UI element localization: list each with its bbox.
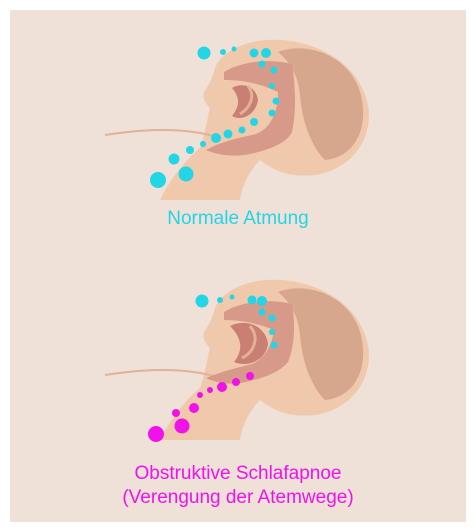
illustration-card: Normale Atmung: [10, 10, 466, 522]
normal-breathing-panel: Normale Atmung: [10, 10, 466, 250]
caption-normal-breathing: Normale Atmung: [10, 207, 466, 231]
head-profile-normal-icon: [10, 10, 466, 210]
head-profile-obstructed-icon: [10, 260, 466, 460]
obstructive-apnea-panel: Obstruktive Schlafapnoe (Verengung der A…: [10, 260, 466, 522]
caption-osa-line2: (Verengung der Atemwege): [10, 486, 466, 510]
caption-osa-line1: Obstruktive Schlafapnoe: [10, 462, 466, 486]
